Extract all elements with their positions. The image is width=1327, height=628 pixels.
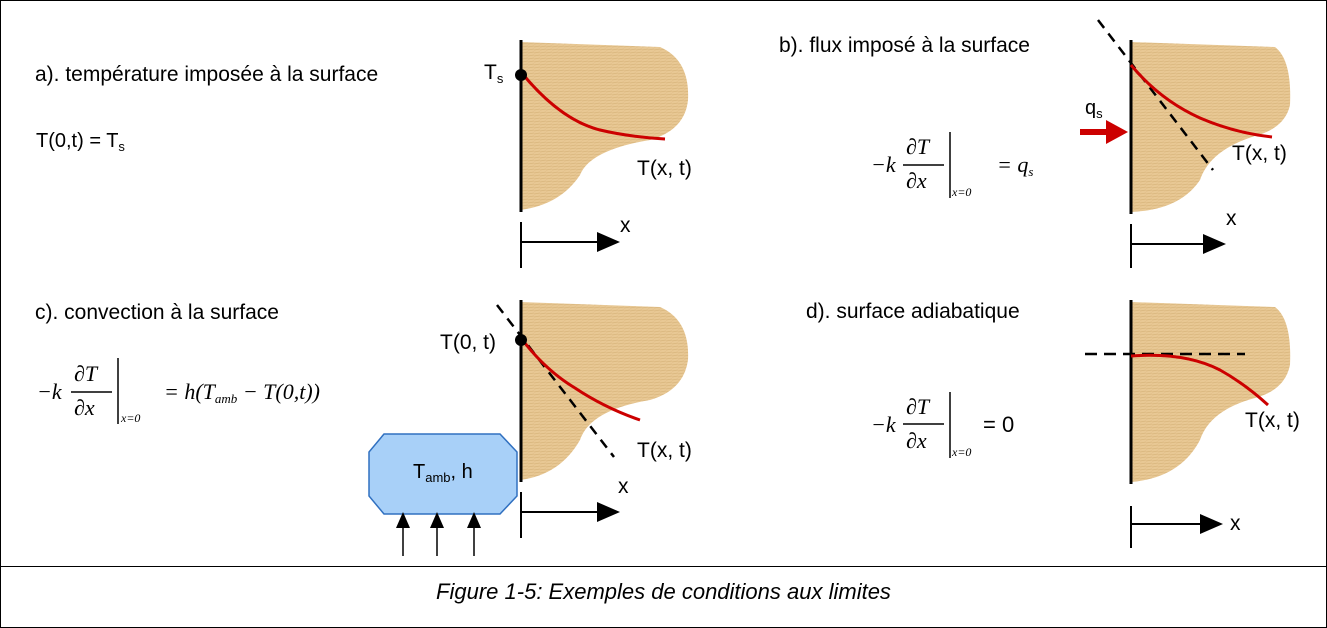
panel-d-eq-numerator: ∂T bbox=[906, 394, 930, 419]
surface-point-c bbox=[515, 334, 527, 346]
panel-c-eq-eval: x=0 bbox=[121, 411, 141, 425]
panel-c-eq-rhs-b: − T(0,t)) bbox=[237, 379, 320, 404]
panel-a-title: a). température imposée à la surface bbox=[35, 63, 379, 86]
panel-b-eq-denominator: ∂x bbox=[906, 168, 927, 193]
panel-c-fluid-symbol: T bbox=[413, 461, 426, 483]
axis-arrowhead-c bbox=[597, 502, 620, 522]
flow-arrowhead-3 bbox=[467, 512, 481, 528]
caption-divider bbox=[0, 566, 1327, 567]
panel-d-axis-label: x bbox=[1230, 512, 1241, 535]
panel-b-flux-label: qs bbox=[1085, 98, 1103, 120]
panel-a-surface-sub: s bbox=[496, 71, 504, 86]
panel-c-fluid-sub: amb bbox=[425, 470, 451, 485]
panel-d-eq-denominator: ∂x bbox=[906, 428, 927, 453]
panel-c-fluid-label: Tamb, h bbox=[413, 462, 473, 484]
profile-curve-d bbox=[1130, 353, 1270, 407]
panel-d-curve-label: T(x, t) bbox=[1245, 409, 1300, 432]
solid-body-c bbox=[520, 302, 689, 480]
panel-a-curve-label: T(x, t) bbox=[637, 157, 692, 180]
axis-arrowhead-d bbox=[1200, 514, 1223, 534]
surface-point-a bbox=[515, 69, 527, 81]
panel-a-equation-sub: s bbox=[118, 139, 125, 154]
panel-b-flux-symbol: q bbox=[1085, 97, 1097, 119]
panel-a-surface-label: Ts bbox=[484, 62, 503, 85]
panel-b-curve-label: T(x, t) bbox=[1232, 142, 1287, 165]
panel-c-eq-minus-k: −k bbox=[37, 379, 62, 404]
profile-curve-a bbox=[519, 71, 666, 141]
flow-arrowhead-1 bbox=[396, 512, 410, 528]
solid-body-b bbox=[1131, 42, 1291, 212]
panel-b-eq-rhs-text: = q bbox=[997, 152, 1029, 177]
solid-body-d bbox=[1131, 302, 1291, 482]
panel-b-flux-sub: s bbox=[1096, 106, 1103, 121]
figure-caption: Figure 1-5: Exemples de conditions aux l… bbox=[436, 579, 891, 604]
profile-curve-b bbox=[1129, 64, 1273, 139]
fluid-box-c bbox=[368, 433, 518, 515]
axis-arrowhead-b bbox=[1203, 234, 1226, 254]
axis-arrowhead-a bbox=[597, 232, 620, 252]
solid-body-a bbox=[520, 42, 689, 210]
panel-d-eq-eval: x=0 bbox=[952, 445, 972, 459]
panel-c-eq-numerator: ∂T bbox=[74, 361, 98, 386]
panel-c-eq-rhs-sub: amb bbox=[214, 391, 238, 406]
panel-c-curve-label: T(x, t) bbox=[637, 439, 692, 462]
panel-b-axis-label: x bbox=[1226, 207, 1237, 230]
panel-c-eq-denominator: ∂x bbox=[74, 395, 95, 420]
panel-a-axis-label: x bbox=[620, 214, 631, 237]
panel-c-title: c). convection à la surface bbox=[35, 301, 279, 324]
panel-c-fluid-rest: , h bbox=[450, 461, 473, 483]
panel-c-eq-rhs: = h(Tamb − T(0,t)) bbox=[164, 379, 320, 406]
panel-d-eq-rhs: = 0 bbox=[983, 412, 1015, 437]
panel-a-equation: T(0,t) = Ts bbox=[36, 131, 125, 153]
panel-b-eq-minus-k: −k bbox=[871, 152, 896, 177]
profile-curve-c bbox=[519, 337, 641, 422]
tangent-line-c bbox=[496, 304, 615, 458]
panel-c-axis-label: x bbox=[618, 475, 629, 498]
flow-arrowhead-2 bbox=[430, 512, 444, 528]
flux-arrowhead-b bbox=[1106, 120, 1128, 144]
panel-c-surface-label: T(0, t) bbox=[440, 331, 496, 354]
panel-b-eq-rhs: = qs bbox=[997, 152, 1034, 179]
panel-a-equation-text: T(0,t) = T bbox=[36, 130, 119, 152]
panel-c-eq-rhs-a: = h(T bbox=[164, 379, 215, 404]
tangent-line-b bbox=[1097, 19, 1214, 171]
panel-b-eq-eval: x=0 bbox=[952, 185, 972, 199]
panel-a-surface-symbol: T bbox=[484, 61, 497, 84]
panel-b-title: b). flux imposé à la surface bbox=[779, 34, 1030, 57]
panel-d-title: d). surface adiabatique bbox=[806, 300, 1020, 323]
panel-d-eq-minus-k: −k bbox=[871, 412, 896, 437]
panel-b-eq-numerator: ∂T bbox=[906, 134, 930, 159]
panel-b-eq-rhs-sub: s bbox=[1028, 164, 1034, 179]
